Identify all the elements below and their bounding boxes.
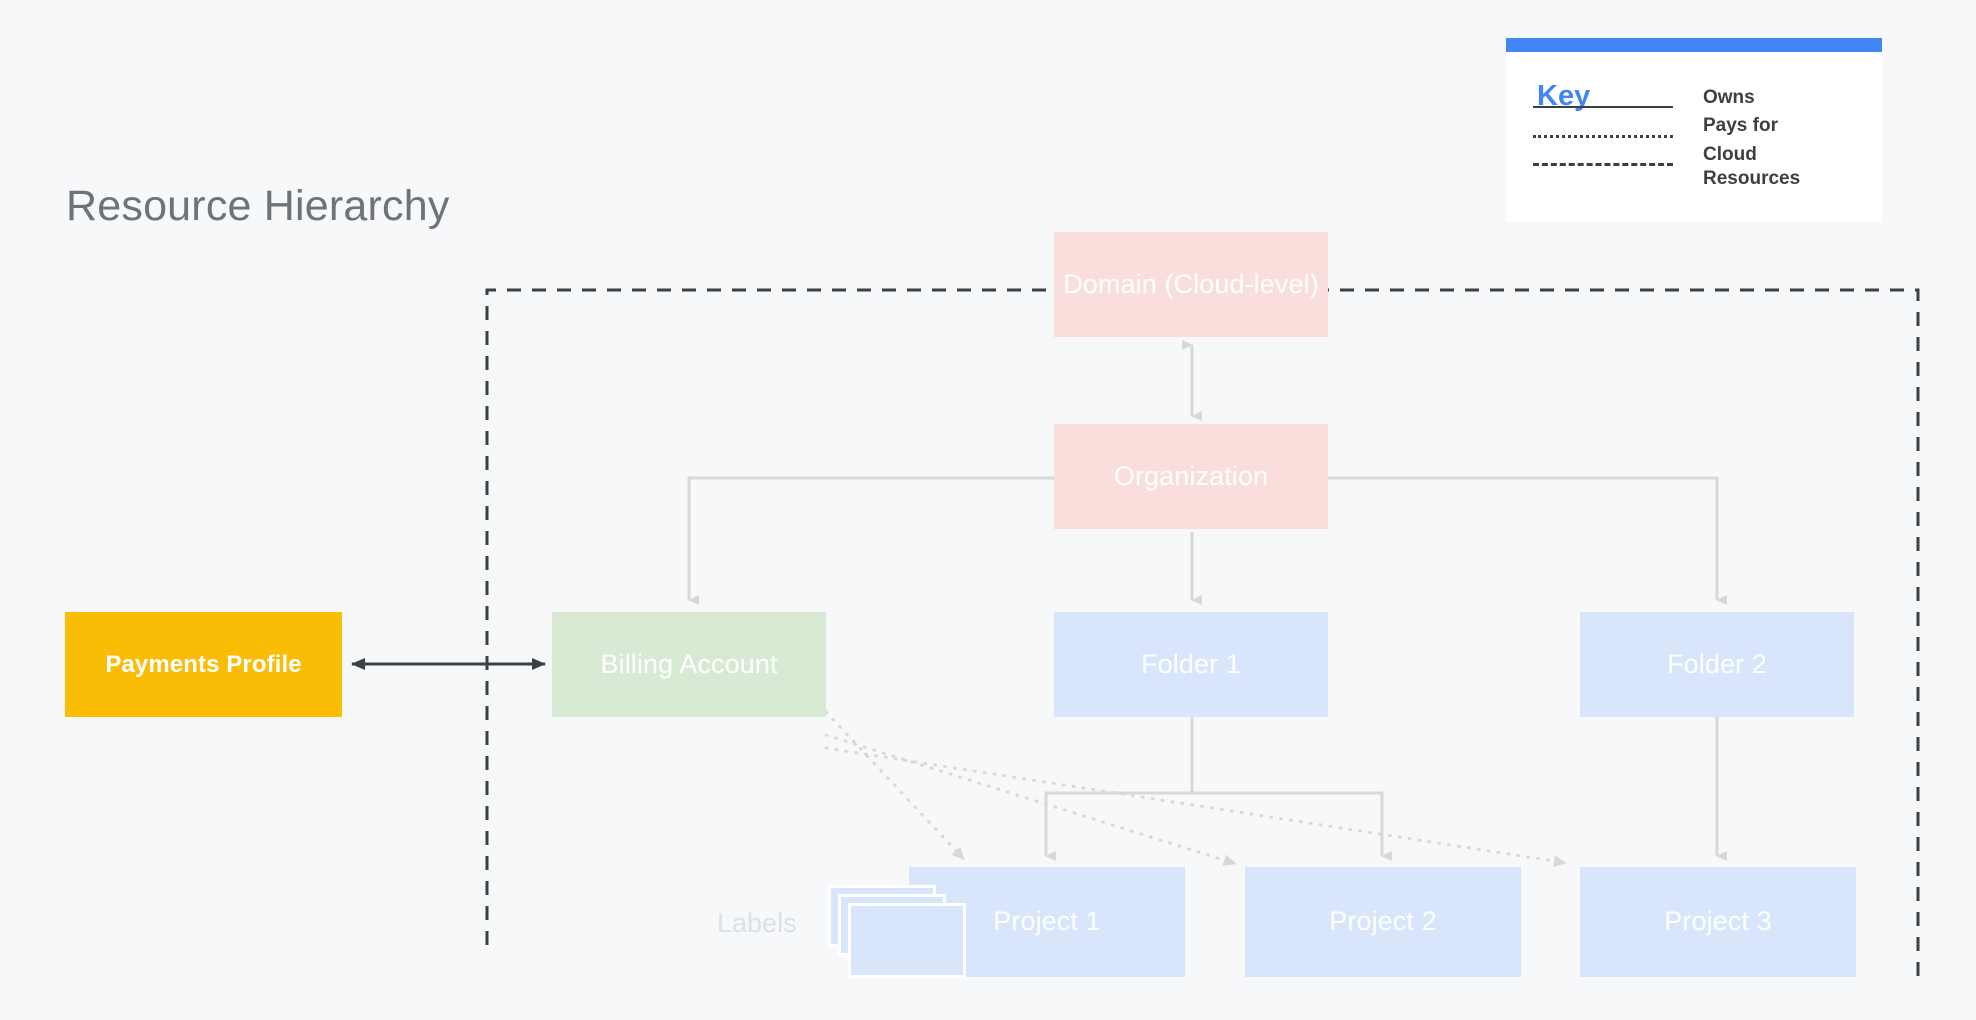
node-payments-profile[interactable]: Payments Profile xyxy=(65,612,342,717)
node-billing-account[interactable]: Billing Account xyxy=(552,612,826,717)
edge-organization-folder2 xyxy=(1328,476,1727,605)
key-panel: Key Owns Pays for Cloud Resources xyxy=(1506,38,1882,222)
key-line-sample-owns xyxy=(1533,106,1673,108)
node-label: Folder 2 xyxy=(1667,648,1767,679)
edge-billing-project2 xyxy=(824,733,1237,866)
node-label: Payments Profile xyxy=(105,650,302,678)
key-label-cloud-resources: Cloud Resources xyxy=(1703,144,1801,189)
key-label-owns: Owns xyxy=(1703,87,1755,108)
node-label: Project 2 xyxy=(1329,906,1437,937)
page-title: Resource Hierarchy xyxy=(66,182,450,230)
key-line-sample-pays-for xyxy=(1533,135,1673,138)
edge-billing-project1 xyxy=(824,710,965,861)
node-label: Project 3 xyxy=(1664,906,1772,937)
node-organization[interactable]: Organization xyxy=(1054,424,1328,529)
node-label: Domain (Cloud-level) xyxy=(1063,268,1319,299)
edge-folder1-project1 xyxy=(1044,717,1194,861)
labels-caption: Labels xyxy=(717,908,797,938)
edge-organization-billing xyxy=(687,476,1054,605)
node-label: Folder 1 xyxy=(1141,648,1241,679)
node-domain[interactable]: Domain (Cloud-level) xyxy=(1054,232,1328,337)
key-entry-list: Owns Pays for Cloud Resources xyxy=(1506,38,1882,222)
node-project-3[interactable]: Project 3 xyxy=(1580,867,1856,977)
node-folder-1[interactable]: Folder 1 xyxy=(1054,612,1328,717)
node-label: Billing Account xyxy=(600,648,778,679)
key-accent-bar xyxy=(1506,38,1882,52)
key-line-sample-cloud-resources xyxy=(1533,163,1673,166)
labels-card-stack xyxy=(828,885,966,980)
key-label-pays-for: Pays for xyxy=(1703,115,1778,136)
label-card xyxy=(848,903,966,978)
node-folder-2[interactable]: Folder 2 xyxy=(1580,612,1854,717)
node-label: Project 1 xyxy=(993,906,1101,937)
node-label: Organization xyxy=(1113,460,1269,491)
edge-billing-project3 xyxy=(824,746,1567,868)
node-project-2[interactable]: Project 2 xyxy=(1245,867,1521,977)
edge-folder1-project2 xyxy=(1192,791,1392,861)
